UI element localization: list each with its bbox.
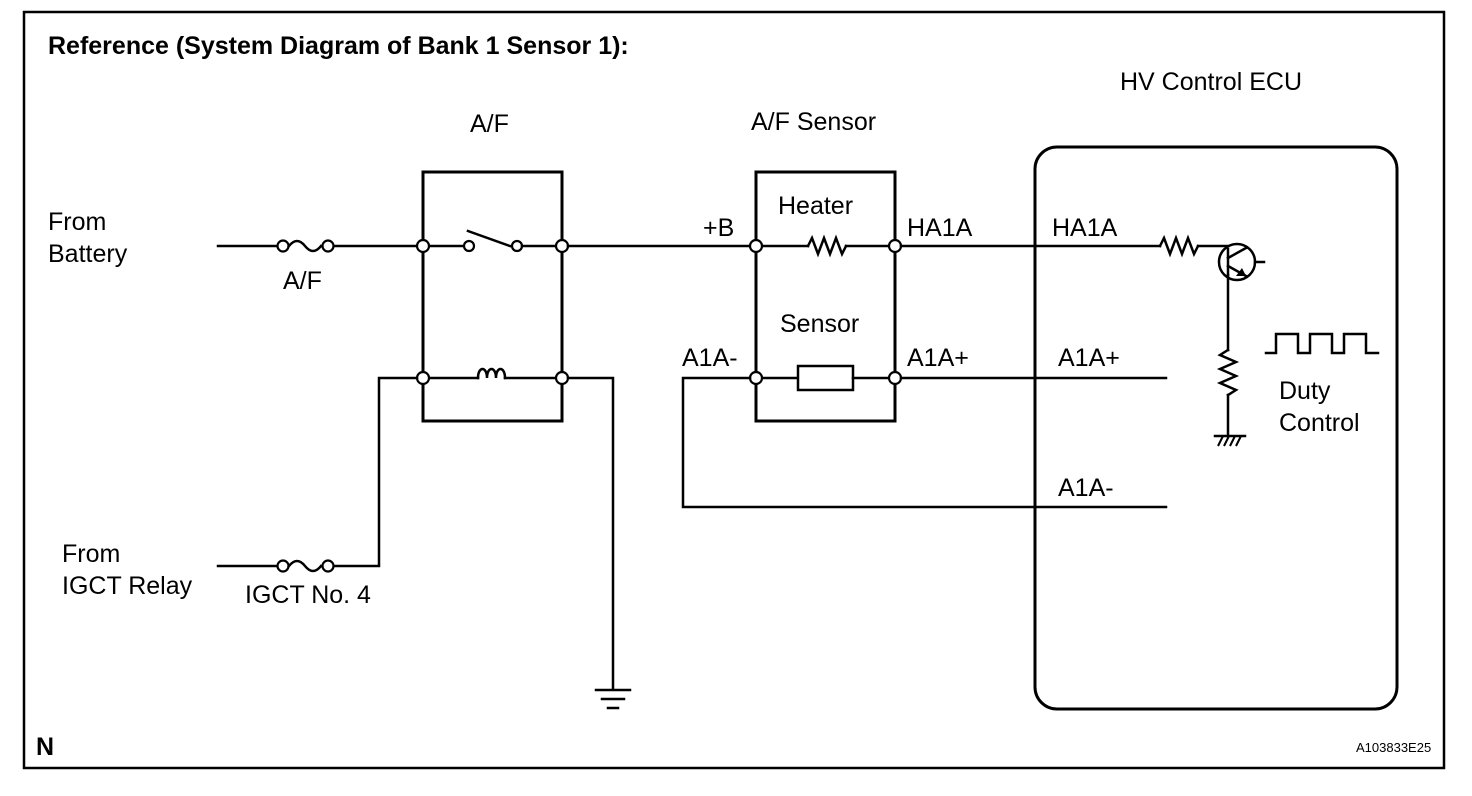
transistor-symbol <box>1217 242 1266 282</box>
footer-n-mark: N <box>36 733 54 761</box>
from-battery-label-2: Battery <box>48 240 128 268</box>
heater-resistor-symbol <box>760 234 891 258</box>
af-relay-label: A/F <box>470 110 509 138</box>
a1a-minus-sensor-label: A1A- <box>682 344 738 372</box>
from-igct-label-1: From <box>62 540 120 568</box>
sensor-element-symbol <box>760 364 891 392</box>
heater-label: Heater <box>778 192 853 220</box>
a1a-minus-ecu-label: A1A- <box>1058 474 1114 502</box>
ha1a-ecu-label: HA1A <box>1052 214 1118 242</box>
pulse-wave-symbol <box>1264 332 1380 355</box>
figure-code: A103833E25 <box>1356 740 1431 755</box>
chassis-ground-symbol <box>1213 434 1247 447</box>
pulldown-resistor-symbol <box>1216 348 1240 397</box>
af-relay-box <box>421 170 564 423</box>
af-sensor-title: A/F Sensor <box>751 108 876 136</box>
diagram-frame <box>22 10 1446 770</box>
plus-b-label: +B <box>703 214 734 242</box>
af-fuse-label: A/F <box>283 267 322 295</box>
a1a-plus-sensor-label: A1A+ <box>907 344 969 372</box>
igct-fuse-label: IGCT No. 4 <box>245 581 371 609</box>
af-fuse-symbol <box>276 239 335 253</box>
from-igct-label-2: IGCT Relay <box>62 572 193 600</box>
ecu-box <box>1033 145 1399 711</box>
duty-label-2: Control <box>1279 409 1360 437</box>
diagram-title: Reference (System Diagram of Bank 1 Sens… <box>48 32 629 60</box>
sensor-label: Sensor <box>780 310 859 338</box>
af-sensor-box <box>754 170 897 423</box>
base-resistor-symbol <box>1158 234 1230 258</box>
relay-switch-symbol <box>427 229 558 253</box>
duty-label-1: Duty <box>1279 377 1331 405</box>
ground-symbol <box>594 688 632 710</box>
igct-fuse-symbol <box>276 559 335 573</box>
relay-coil-symbol <box>427 367 558 380</box>
from-battery-label-1: From <box>48 208 106 236</box>
ecu-title: HV Control ECU <box>1120 68 1302 96</box>
ha1a-sensor-label: HA1A <box>907 214 973 242</box>
a1a-plus-ecu-label: A1A+ <box>1058 344 1120 372</box>
